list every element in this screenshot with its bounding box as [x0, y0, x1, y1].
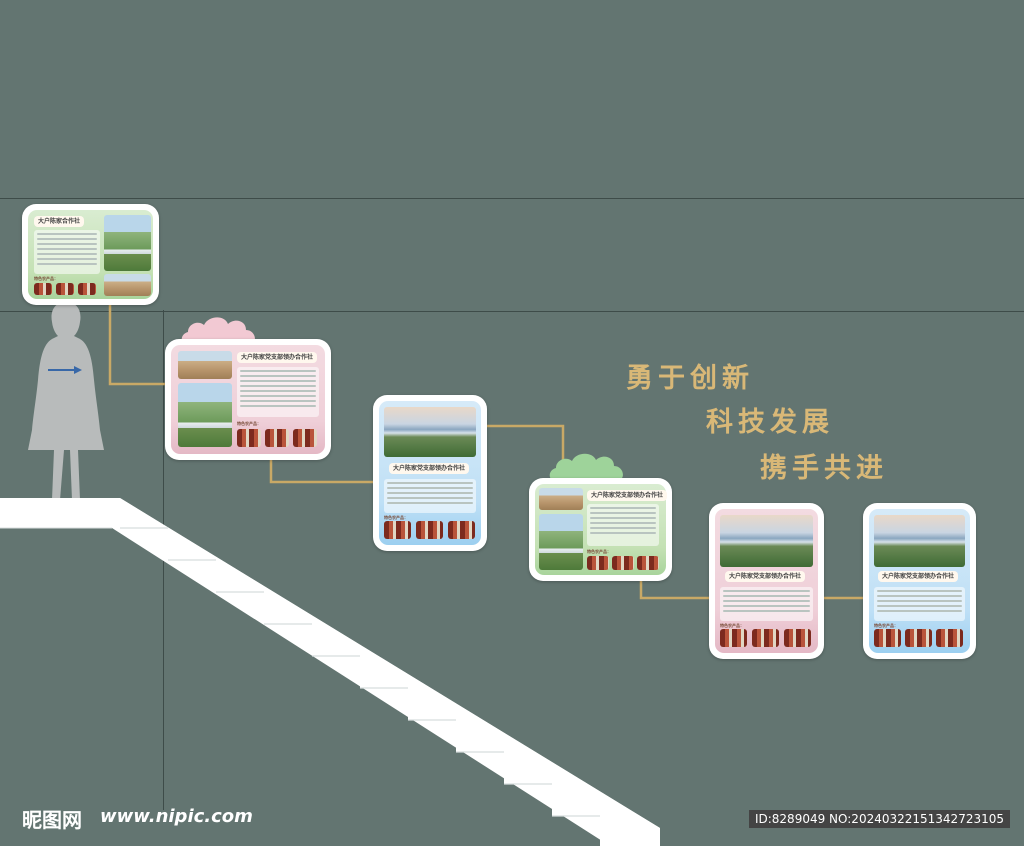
panel-2-products-label: 特色农产品：	[237, 421, 261, 426]
panel-4-product-photo	[612, 556, 634, 570]
panel-5-product-photo	[784, 629, 811, 647]
panel-4-photo-landscape	[539, 488, 583, 510]
panel-4-text	[587, 504, 659, 546]
slogan-line-1: 勇于创新	[626, 363, 754, 394]
panel-4-products-label: 特色农产品：	[587, 549, 611, 554]
panel-6-photo-landscape	[874, 515, 965, 567]
panel-3-text	[384, 479, 476, 513]
panel-2-title: 大户陈家党支部领办合作社	[237, 352, 318, 363]
panel-6-product-photo	[905, 629, 932, 647]
panel-2-photo-greenhouse	[178, 383, 232, 447]
panel-5-product-photo	[752, 629, 779, 647]
panel-2-photo-landscape	[178, 351, 232, 379]
slogan-line-2: 科技发展	[706, 407, 834, 438]
panel-2-product-photo	[265, 429, 289, 447]
panel-6: 大户陈家党支部领办合作社 特色农产品：	[863, 503, 976, 659]
watermark-logo: 昵图网	[22, 808, 82, 832]
cloud-decoration-green	[549, 453, 623, 480]
panel-3: 大户陈家党支部领办合作社 特色农产品：	[373, 395, 487, 551]
panel-4: 大户陈家党支部领办合作社 特色农产品：	[529, 478, 672, 581]
panel-5-text	[720, 587, 813, 621]
slogan-line-3: 携手共进	[760, 453, 888, 484]
panel-5-products-label: 特色农产品：	[720, 623, 744, 628]
panel-6-product-photo	[874, 629, 901, 647]
panel-3-products-label: 特色农产品：	[384, 515, 408, 520]
panel-6-products-label: 特色农产品：	[874, 623, 898, 628]
panel-1-title: 大户陈家合作社	[34, 216, 85, 227]
panel-3-title: 大户陈家党支部领办合作社	[389, 463, 470, 474]
cloud-decoration-pink	[181, 317, 255, 344]
panel-6-text	[874, 587, 965, 621]
panel-5-title: 大户陈家党支部领办合作社	[725, 571, 806, 582]
panel-1-products-label: 特色农产品：	[34, 276, 58, 281]
panel-1-product-photo	[56, 283, 74, 295]
panel-5-product-photo	[720, 629, 747, 647]
panel-2-product-photo	[237, 429, 261, 447]
panel-1: 大户陈家合作社 特色农产品：	[22, 204, 159, 305]
panel-4-photo-greenhouse	[539, 514, 583, 570]
watermark-url: www.nipic.com	[100, 806, 253, 827]
panel-3-product-photo	[384, 521, 411, 539]
panel-4-title: 大户陈家党支部领办合作社	[587, 490, 668, 501]
panel-6-title: 大户陈家党支部领办合作社	[878, 571, 959, 582]
panel-3-photo-landscape	[384, 407, 476, 457]
panel-1-product-photo	[78, 283, 96, 295]
panel-1-text	[34, 230, 100, 274]
ceiling-beam	[0, 198, 1024, 312]
panel-2-product-photo	[293, 429, 317, 447]
panel-2-text	[237, 367, 319, 417]
panel-4-product-photo	[637, 556, 659, 570]
panel-1-photo-greenhouse	[104, 215, 151, 271]
panel-1-photo-field	[104, 274, 151, 296]
person-silhouette	[28, 302, 104, 500]
staircase	[0, 498, 660, 846]
panel-1-product-photo	[34, 283, 52, 295]
panel-5-photo-landscape	[720, 515, 813, 567]
panel-5: 大户陈家党支部领办合作社 特色农产品：	[709, 503, 824, 659]
panel-4-product-photo	[587, 556, 609, 570]
panel-6-product-photo	[936, 629, 963, 647]
panel-3-product-photo	[448, 521, 475, 539]
panel-2: 大户陈家党支部领办合作社 特色农产品：	[165, 339, 331, 460]
watermark-id: ID:8289049 NO:20240322151342723105	[748, 810, 1010, 828]
panel-3-product-photo	[416, 521, 443, 539]
